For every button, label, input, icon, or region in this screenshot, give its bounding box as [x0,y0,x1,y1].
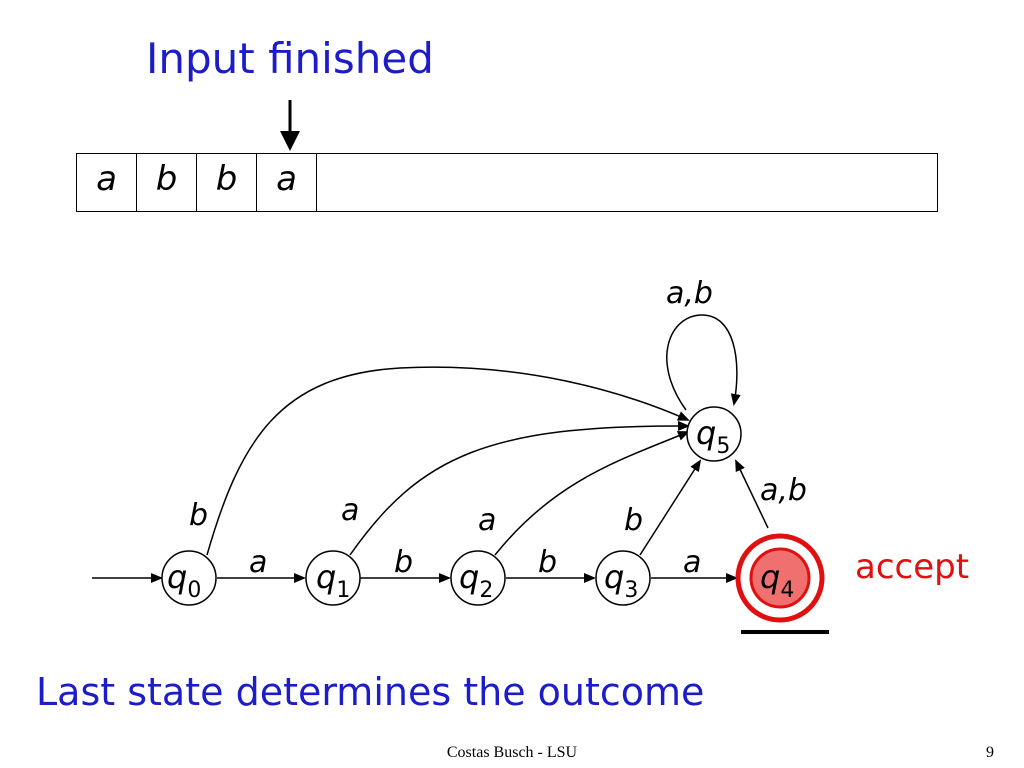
edge-q5-self-loop [666,314,741,411]
edge-q4-q5 [735,459,769,529]
label-q5-self: a,b [666,276,713,311]
edge-q1-q5 [349,420,690,556]
accept-label: accept [855,547,969,587]
label-q1-q2: b [394,545,413,580]
state-q2-circle [450,550,506,606]
tape-head-arrow [280,100,300,151]
input-tape: a b b a [76,153,938,212]
state-q5-label: q5 [696,414,730,459]
label-q1-q5: a [341,493,359,528]
tape-cell: a [77,154,137,211]
state-q5-circle [686,406,742,462]
label-q2-q3: b [538,545,557,580]
tape-cell: a [257,154,317,211]
edge-q3-q5 [639,459,702,556]
label-q2-q5: a [478,503,496,538]
caption: Last state determines the outcome [36,670,705,714]
state-q1-circle [305,550,361,606]
label-q3-q4: a [683,545,701,580]
state-q4-label: q4 [760,558,794,603]
state-q2-label: q2 [459,558,493,603]
page-number: 9 [986,744,994,761]
page-title: Input finished [146,34,434,83]
edge-q2-q5 [494,431,690,556]
state-q0-label: q0 [167,558,201,603]
label-q0-q1: a [249,545,267,580]
state-q3-label: q3 [604,558,638,603]
label-q0-q5: b [189,498,208,533]
tape-cell: b [197,154,257,211]
footer-text: Costas Busch - LSU [446,744,578,761]
label-q4-q5: a,b [760,473,807,508]
state-q3-circle [595,550,651,606]
label-q3-q5: b [624,503,643,538]
state-q4-circle [749,547,811,609]
state-q1-label: q1 [316,558,350,603]
state-q0-circle [161,550,217,606]
tape-cell: b [137,154,197,211]
edge-q0-q5 [206,366,690,556]
